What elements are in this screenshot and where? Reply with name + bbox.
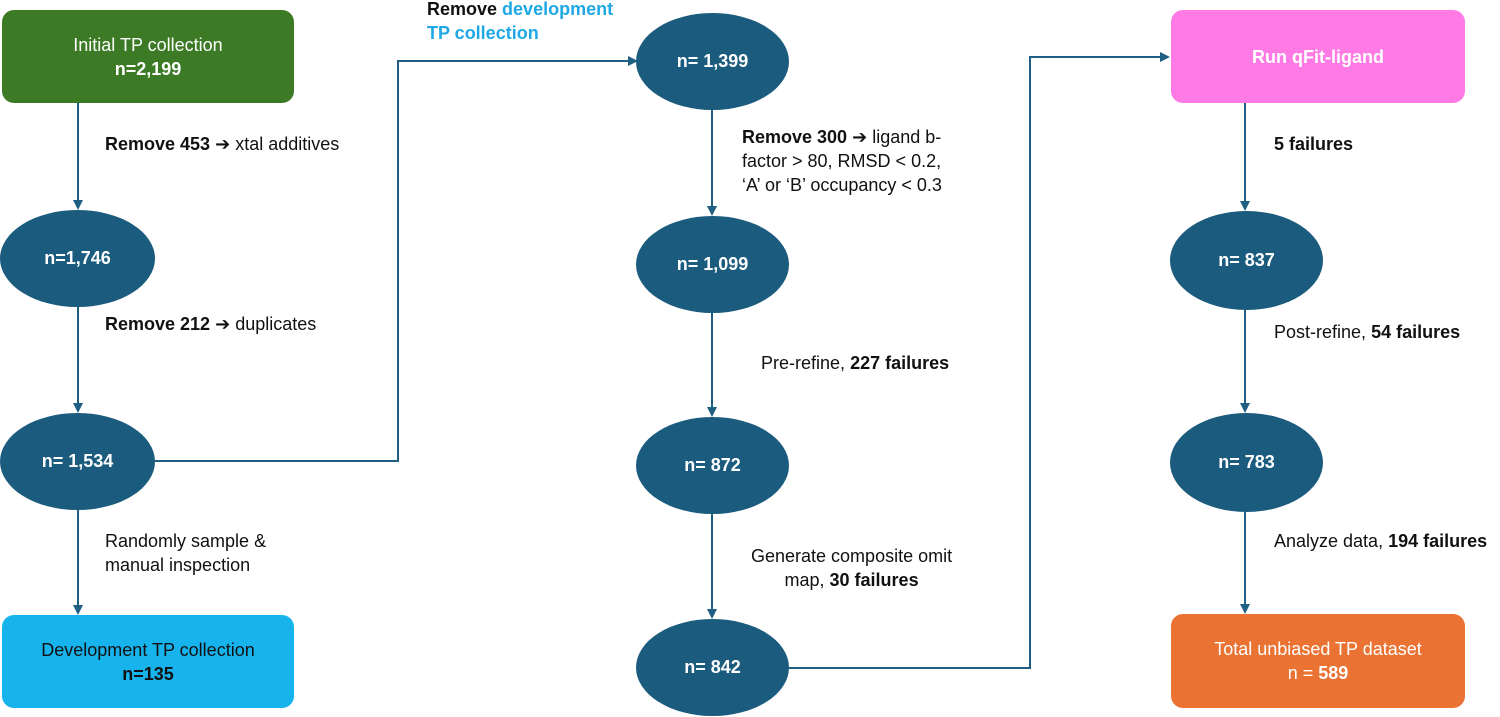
step-remove-212-label: Remove 212 ➔ duplicates [105,314,317,334]
step-5-failures-label: 5 failures [1274,134,1354,154]
arrow-1534-to-1399 [155,56,638,462]
arrow-icon: ➔ [852,127,868,147]
initial-tp-collection-box: Initial TP collection n=2,199 [2,10,294,103]
arrow-icon: ➔ [215,134,231,154]
node-1399: n= 1,399 [636,13,789,110]
step-random-sample-label: Randomly sample & manual inspection [105,531,267,575]
step-analyze-data-label: Analyze data, 194 failures [1274,531,1488,551]
run-qfit-ligand-box: Run qFit-ligand [1171,10,1465,103]
development-tp-title: Development TP collection [41,639,255,660]
step-remove-300-label: Remove 300 ➔ ligand b- factor > 80, RMSD… [742,127,942,195]
node-872: n= 872 [636,417,789,514]
development-tp-collection-box: Development TP collection n=135 [2,615,294,708]
step-composite-omit-label: Generate composite omit map, 30 failures [751,546,953,590]
total-unbiased-tp-dataset-box: Total unbiased TP dataset n = 589 [1171,614,1465,708]
remove-development-header: Remove development TP collection [427,0,614,43]
development-tp-count: n=135 [122,663,174,684]
total-unbiased-title: Total unbiased TP dataset [1214,639,1422,659]
total-unbiased-count: n = 589 [1287,663,1349,683]
arrow-icon: ➔ [215,314,231,334]
step-remove-453-label: Remove 453 ➔ xtal additives [105,134,340,154]
node-1746: n=1,746 [0,210,155,307]
node-783: n= 783 [1170,413,1323,512]
node-842: n= 842 [636,619,789,716]
step-post-refine-label: Post-refine, 54 failures [1274,322,1461,342]
arrow-842-to-qfit [789,52,1170,669]
node-1534: n= 1,534 [0,413,155,510]
initial-tp-title: Initial TP collection [73,34,223,55]
node-1099: n= 1,099 [636,216,789,313]
initial-tp-count: n=2,199 [114,58,182,79]
node-837: n= 837 [1170,211,1323,310]
run-qfit-title: Run qFit-ligand [1252,46,1384,67]
step-pre-refine-label: Pre-refine, 227 failures [761,353,950,373]
